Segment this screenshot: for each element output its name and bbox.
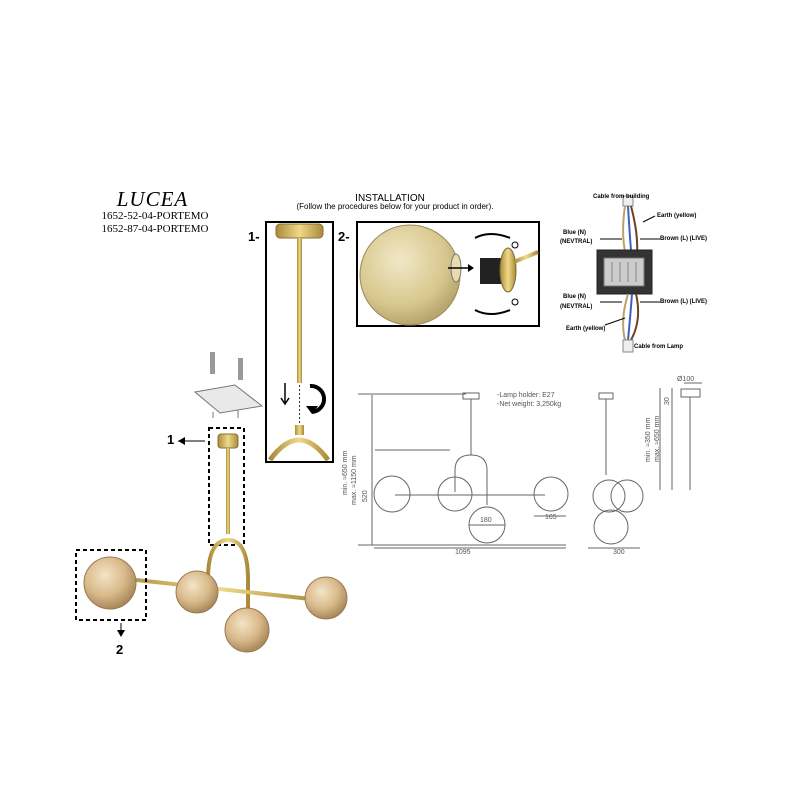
glass-globe	[359, 224, 461, 326]
callout-1-box	[208, 427, 245, 546]
installation-subtitle: (Follow the procedures below for your pr…	[296, 202, 494, 211]
globe-right	[304, 576, 348, 620]
callout-2-box	[75, 549, 147, 621]
wire-label-blue-top: Blue (N)	[563, 230, 586, 236]
wire-label-nevtral-bottom: (NEVTRAL)	[560, 304, 593, 310]
side-view-drawing	[588, 392, 644, 549]
callout-1-label: 1	[167, 432, 175, 447]
canopy-view-drawing	[659, 382, 702, 490]
front-view-drawing	[358, 392, 569, 549]
callout-2-label: 2	[116, 642, 124, 657]
product-name: LUCEA	[116, 187, 189, 211]
lamp-holder	[480, 258, 502, 284]
product-code-1: 1652-52-04-PORTEMO	[101, 210, 209, 222]
rotate-top-icon	[474, 233, 511, 239]
wire-label-blue-bottom: Blue (N)	[563, 294, 586, 300]
dim-offset: 165	[545, 514, 557, 521]
u-arm-part	[267, 437, 331, 462]
mounting-bracket	[193, 352, 264, 418]
rod-part	[297, 238, 302, 383]
dim-canopy-height: 30	[664, 397, 671, 405]
installation-title: INSTALLATION	[355, 193, 425, 204]
dim-height: 520	[362, 490, 369, 502]
product-code-2: 1652-87-04-PORTEMO	[101, 223, 209, 235]
wire-label-brown-bottom: Brown (L) (LIVE)	[660, 299, 707, 305]
wiring-diagram	[596, 195, 660, 353]
dim-canopy: Ø100	[677, 376, 695, 383]
step-2-label: 2-	[338, 229, 350, 244]
dim-min-front: min. ≈650 mm	[342, 450, 349, 495]
globe-center-left	[175, 570, 219, 614]
canopy-part	[275, 223, 324, 239]
spec-net-weight: -Net weight: 3,250kg	[497, 401, 562, 408]
step-1-label: 1-	[248, 229, 260, 244]
wire-label-cable-lamp: Cable from Lamp	[634, 344, 684, 350]
rotate-arrow-icon	[309, 383, 326, 414]
dim-min-side: min. ≈350 mm	[645, 417, 652, 462]
globe-bottom	[224, 607, 270, 653]
step-2-frame	[356, 221, 540, 327]
dim-max-front: max. ≈1150 mm	[351, 455, 358, 505]
rotate-bottom-icon	[474, 309, 511, 315]
spec-lamp-holder: -Lamp holder: E27	[497, 392, 555, 399]
wire-label-brown-top: Brown (L) (LIVE)	[660, 236, 707, 242]
wire-label-earth-bottom: Earth (yellow)	[566, 326, 606, 332]
wire-label-nevtral-top: (NEVTRAL)	[560, 239, 593, 245]
dim-max-side: max. ≈650 mm	[654, 415, 661, 462]
wire-label-earth-top: Earth (yellow)	[657, 213, 697, 219]
wire-label-cable-building: Cable from building	[593, 194, 650, 200]
dim-depth: 300	[613, 549, 625, 556]
horizontal-arm	[117, 576, 321, 602]
dim-width: 1095	[455, 549, 471, 556]
globe-left	[83, 556, 137, 610]
step-1-frame	[265, 221, 334, 463]
dim-globe: 180	[480, 517, 492, 524]
